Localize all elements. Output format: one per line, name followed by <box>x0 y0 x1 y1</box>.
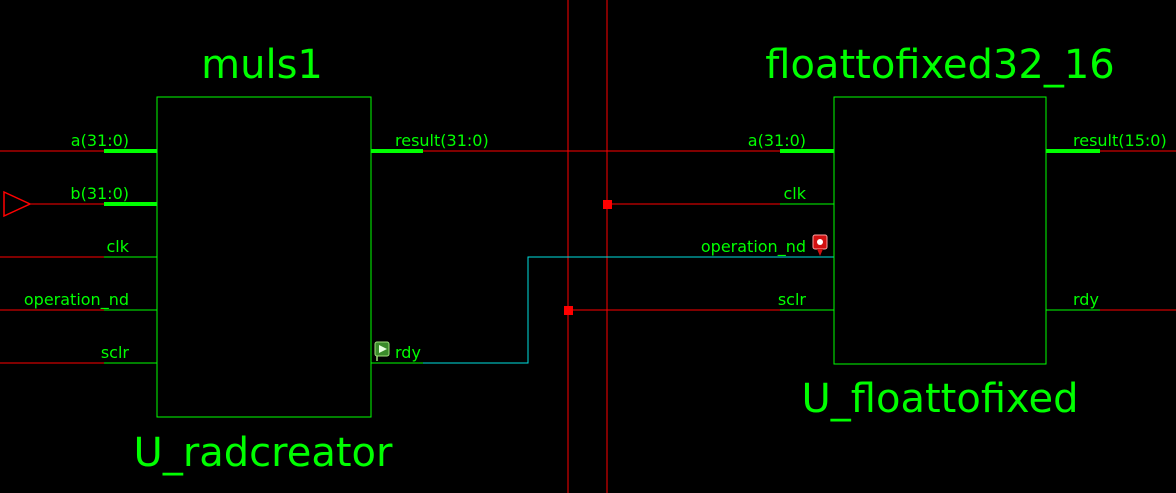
module-name-left: muls1 <box>201 42 323 88</box>
instance-box-right[interactable] <box>833 96 1047 365</box>
instance-name-right: U_floattofixed <box>802 376 1079 422</box>
pin-label-left-result[interactable]: result(31:0) <box>395 131 489 150</box>
pin-label-right-result[interactable]: result(15:0) <box>1073 131 1167 150</box>
pin-label-left-sclr[interactable]: sclr <box>101 343 130 362</box>
pin-label-right-operation-nd[interactable]: operation_nd <box>701 237 806 257</box>
pin-label-left-b[interactable]: b(31:0) <box>70 184 129 203</box>
instance-u-radcreator[interactable]: muls1 U_radcreator a(31:0) b(31:0) clk o… <box>24 42 489 476</box>
red-location-marker-icon[interactable] <box>812 234 828 256</box>
pin-label-left-a[interactable]: a(31:0) <box>71 131 129 150</box>
junction-clk[interactable] <box>603 200 612 209</box>
green-flag-marker-icon[interactable] <box>374 341 390 361</box>
instance-box-left[interactable] <box>156 96 372 418</box>
pin-label-right-clk[interactable]: clk <box>783 184 806 203</box>
instance-name-left: U_radcreator <box>134 430 393 476</box>
pin-label-right-rdy[interactable]: rdy <box>1073 290 1099 309</box>
instance-u-floattofixed[interactable]: floattofixed32_16 U_floattofixed a(31:0)… <box>701 42 1167 422</box>
pin-label-right-sclr[interactable]: sclr <box>778 290 807 309</box>
junction-sclr[interactable] <box>564 306 573 315</box>
pin-label-left-operation-nd[interactable]: operation_nd <box>24 290 129 310</box>
pin-label-left-rdy[interactable]: rdy <box>395 343 421 362</box>
pin-label-right-a[interactable]: a(31:0) <box>748 131 806 150</box>
module-name-right: floattofixed32_16 <box>765 42 1114 88</box>
net-rdy-to-operation-nd[interactable] <box>371 256 834 364</box>
pin-label-left-clk[interactable]: clk <box>106 237 129 256</box>
input-port-triangle-icon[interactable] <box>3 190 32 218</box>
